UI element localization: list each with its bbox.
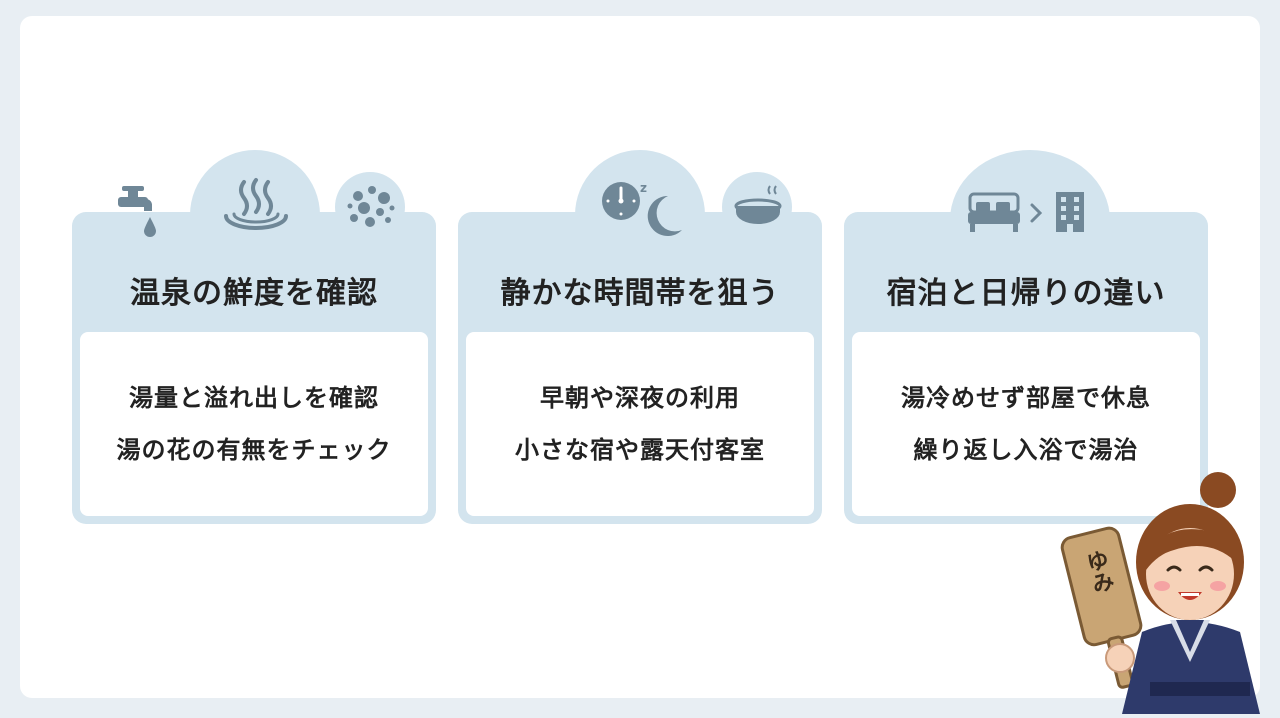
- svg-text:z: z: [640, 181, 647, 195]
- hot-spring-icon: [218, 176, 294, 240]
- card-line: 早朝や深夜の利用: [540, 384, 740, 412]
- chevron-right-icon: [1028, 202, 1044, 224]
- card-quiet-time: 静かな時間帯を狙う 早朝や深夜の利用 小さな宿や露天付客室: [458, 212, 822, 524]
- card-line: 湯量と溢れ出しを確認: [129, 384, 379, 412]
- card-line: 小さな宿や露天付客室: [515, 436, 765, 464]
- card-title: 宿泊と日帰りの違い: [886, 276, 1166, 311]
- card-line: 湯冷めせず部屋で休息: [901, 384, 1151, 412]
- card-stay-vs-daytrip: 宿泊と日帰りの違い 湯冷めせず部屋で休息 繰り返し入浴で湯治: [844, 212, 1208, 524]
- card-line: 繰り返し入浴で湯治: [913, 436, 1139, 464]
- card-body: 湯量と溢れ出しを確認 湯の花の有無をチェック: [80, 332, 428, 516]
- card-freshness: 温泉の鮮度を確認 湯量と溢れ出しを確認 湯の花の有無をチェック: [72, 212, 436, 524]
- card-title: 静かな時間帯を狙う: [500, 276, 780, 311]
- moon-sleep-icon: z: [638, 178, 688, 238]
- card-body: 湯冷めせず部屋で休息 繰り返し入浴で湯治: [852, 332, 1200, 516]
- faucet-drop-icon: [110, 183, 166, 239]
- mineral-flakes-icon: [342, 180, 400, 236]
- card-title: 温泉の鮮度を確認: [130, 276, 378, 311]
- bed-icon: [966, 190, 1022, 234]
- yukata-woman-illustration: ゆみ: [1050, 462, 1280, 714]
- clock-icon: [600, 180, 642, 222]
- card-body: 早朝や深夜の利用 小さな宿や露天付客室: [466, 332, 814, 516]
- card-line: 湯の花の有無をチェック: [116, 436, 392, 464]
- building-icon: [1052, 190, 1088, 234]
- bath-tub-icon: [732, 184, 784, 228]
